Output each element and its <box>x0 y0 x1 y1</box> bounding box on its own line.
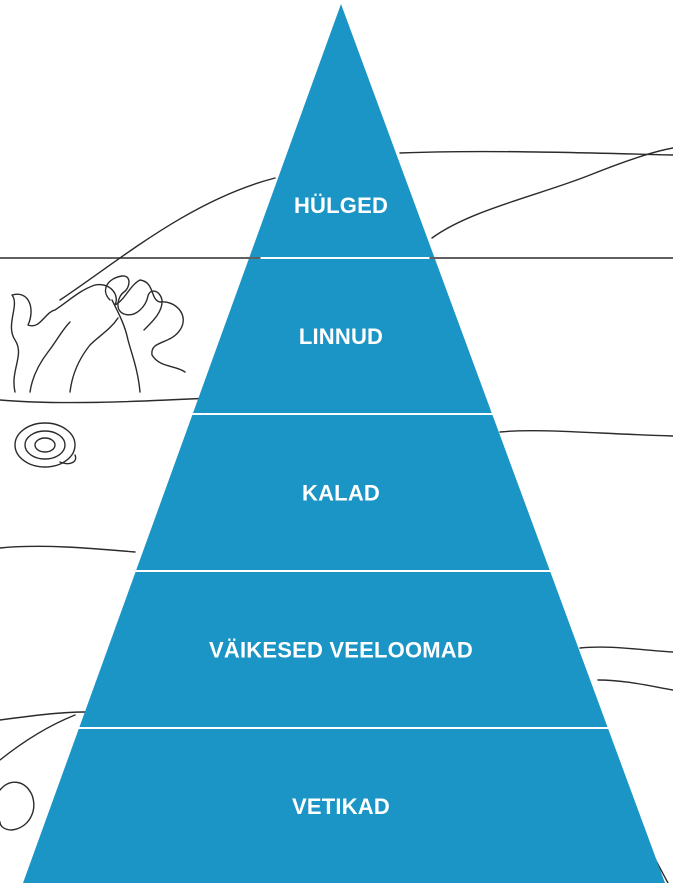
pyramid-level-1 <box>249 4 435 257</box>
pyramid-level-label: LINNUD <box>299 324 383 349</box>
rock-sketch <box>0 781 35 831</box>
shore-line-left <box>0 397 211 404</box>
sky-hill-line-left <box>59 177 276 301</box>
water-line-right-2 <box>579 646 673 653</box>
water-line-right-3 <box>597 679 673 691</box>
pyramid-level-3 <box>136 415 550 570</box>
water-line-left-3 <box>0 714 76 761</box>
pyramid-level-label: VÄIKESED VEELOOMAD <box>209 638 473 663</box>
pyramid-level-2 <box>193 259 492 413</box>
pyramid: HÜLGED LINNUD KALAD VÄIKESED VEELOOMAD VETIK… <box>23 4 665 883</box>
seaweed-sketch <box>10 279 186 393</box>
pyramid-level-5 <box>23 729 665 883</box>
water-line-left-2 <box>0 711 86 721</box>
coral-sketch-2 <box>104 275 163 331</box>
snail-shell-sketch <box>14 422 77 468</box>
sky-hill-line-right <box>399 150 673 156</box>
pyramid-level-label: HÜLGED <box>294 193 388 218</box>
pyramid-level-label: KALAD <box>302 481 380 506</box>
water-line-left-1 <box>0 545 136 553</box>
pyramid-level-4 <box>79 572 608 727</box>
sky-hill-line-right-2 <box>431 147 673 239</box>
pyramid-level-label: VETIKAD <box>292 794 390 819</box>
water-line-right-1 <box>499 429 673 437</box>
